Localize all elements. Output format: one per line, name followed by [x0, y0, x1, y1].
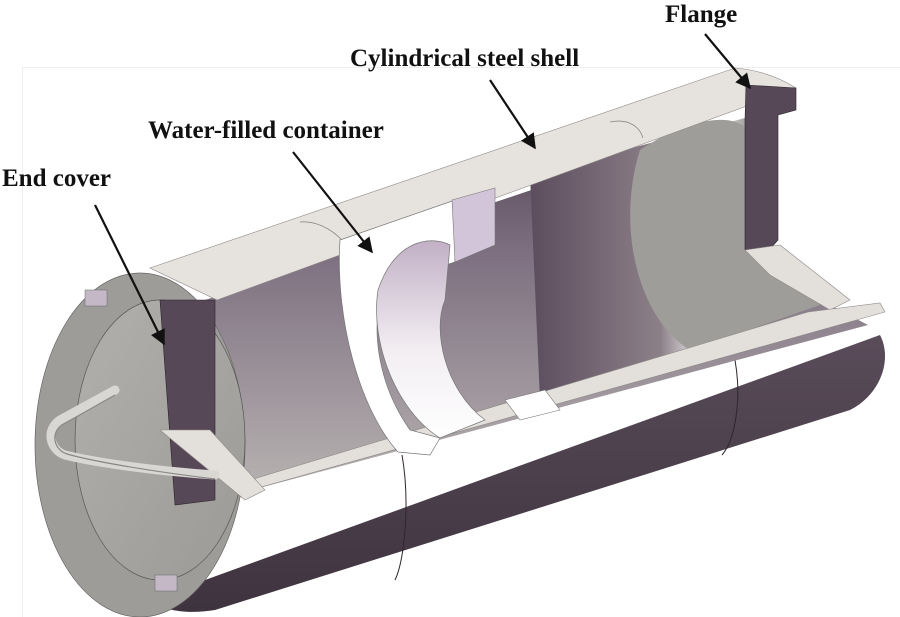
shell-arrow: [489, 79, 536, 150]
water-container-arrow: [292, 151, 373, 254]
flange-arrow: [704, 33, 751, 90]
label-end-cover: End cover: [2, 165, 112, 192]
outer-shell-seam-2: [721, 359, 739, 456]
frame-top-line: [22, 67, 900, 68]
end-cover-arrow: [94, 204, 165, 346]
flange-right: [744, 84, 797, 261]
label-flange: Flange: [665, 1, 738, 28]
label-cylindrical-steel-shell: Cylindrical steel shell: [350, 45, 580, 72]
shell-top-seam-2: [609, 120, 644, 139]
rim-notch-top: [84, 289, 108, 307]
flange-lower-face: [744, 244, 851, 311]
outer-shell-lower: [150, 335, 886, 612]
water-container-tab-bottom: [504, 389, 561, 421]
right-end-recess: [630, 119, 820, 350]
frame-left-line: [22, 67, 23, 617]
pipe: [46, 385, 220, 480]
outer-shell-seam-1: [394, 454, 407, 581]
water-container-tab-top: [451, 187, 496, 263]
water-container-inner-ring: [376, 240, 486, 439]
rim-notch-bottom: [154, 574, 178, 592]
label-water-filled-container: Water-filled container: [148, 117, 384, 144]
pipe-shadow: [54, 394, 216, 480]
